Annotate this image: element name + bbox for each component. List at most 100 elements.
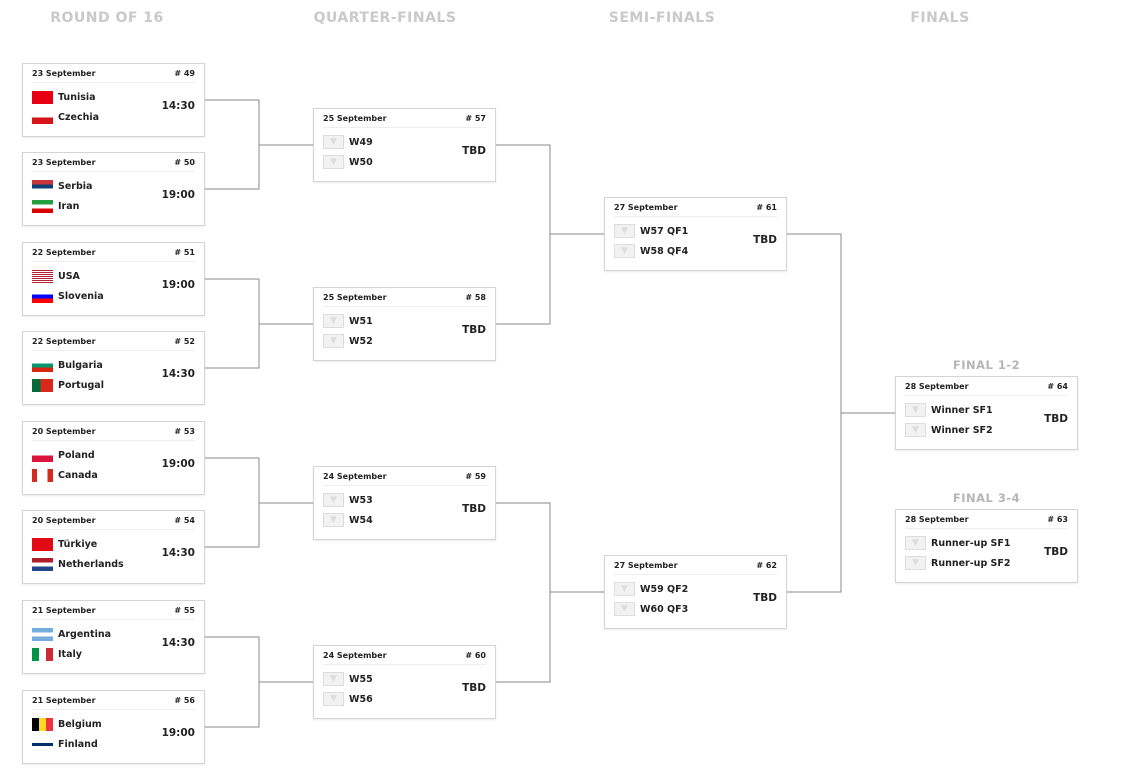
match-time: TBD — [753, 234, 777, 246]
placeholder-shield-icon: ▼ — [323, 513, 344, 527]
match-card-64[interactable]: 28 September # 64 ▼Winner SF1▼Winner SF2… — [895, 376, 1078, 450]
match-time: TBD — [462, 324, 486, 336]
portugal-flag-icon — [32, 378, 53, 392]
match-date: 24 September — [323, 472, 387, 481]
match-time: 14:30 — [161, 547, 195, 559]
italy-flag-icon — [32, 647, 53, 661]
team-row[interactable]: Serbia — [32, 179, 92, 193]
team-name: Czechia — [58, 111, 100, 123]
final-1-2-label: FINAL 1-2 — [952, 358, 1021, 372]
team-row[interactable]: ▼W57 QF1 — [614, 224, 688, 238]
usa-flag-icon — [32, 269, 53, 283]
team-row[interactable]: Tunisia — [32, 90, 96, 104]
match-date: 23 September — [32, 158, 96, 167]
team-row[interactable]: Türkiye — [32, 537, 97, 551]
team-row[interactable]: ▼W59 QF2 — [614, 582, 688, 596]
match-date: 22 September — [32, 337, 96, 346]
final-3-4-label: FINAL 3-4 — [952, 491, 1021, 505]
divider — [32, 82, 195, 83]
team-row[interactable]: ▼W60 QF3 — [614, 602, 688, 616]
team-row[interactable]: ▼Runner-up SF2 — [905, 556, 1011, 570]
team-row[interactable]: Netherlands — [32, 557, 124, 571]
bulgaria-flag-icon — [32, 358, 53, 372]
turkiye-flag-icon — [32, 537, 53, 551]
team-name: Winner SF2 — [931, 424, 993, 436]
divider — [32, 261, 195, 262]
team-row[interactable]: Iran — [32, 199, 79, 213]
poland-flag-icon — [32, 448, 53, 462]
match-number: # 57 — [465, 114, 486, 123]
match-number: # 50 — [174, 158, 195, 167]
team-name: Netherlands — [58, 558, 124, 570]
match-time: 19:00 — [161, 279, 195, 291]
divider — [323, 485, 486, 486]
iran-flag-icon — [32, 199, 53, 213]
match-card-63[interactable]: 28 September # 63 ▼Runner-up SF1▼Runner-… — [895, 509, 1078, 583]
team-name: W49 — [349, 136, 373, 148]
divider — [323, 306, 486, 307]
placeholder-shield-icon: ▼ — [323, 155, 344, 169]
team-row[interactable]: ▼W56 — [323, 692, 373, 706]
team-name: W53 — [349, 494, 373, 506]
team-name: USA — [58, 270, 80, 282]
team-name: Runner-up SF1 — [931, 537, 1011, 549]
team-row[interactable]: ▼W49 — [323, 135, 373, 149]
match-date: 20 September — [32, 427, 96, 436]
team-row[interactable]: Canada — [32, 468, 98, 482]
team-row[interactable]: Slovenia — [32, 289, 104, 303]
tunisia-flag-icon — [32, 90, 53, 104]
team-row[interactable]: ▼W58 QF4 — [614, 244, 688, 258]
team-row[interactable]: Belgium — [32, 717, 102, 731]
team-row[interactable]: Argentina — [32, 627, 111, 641]
match-time: TBD — [753, 592, 777, 604]
team-row[interactable]: Finland — [32, 737, 98, 751]
finland-flag-icon — [32, 737, 53, 751]
team-row[interactable]: ▼W55 — [323, 672, 373, 686]
team-row[interactable]: Italy — [32, 647, 82, 661]
match-number: # 58 — [465, 293, 486, 302]
team-name: Poland — [58, 449, 95, 461]
team-row[interactable]: ▼W52 — [323, 334, 373, 348]
divider — [32, 709, 195, 710]
team-row[interactable]: USA — [32, 269, 80, 283]
match-number: # 64 — [1047, 382, 1068, 391]
match-date: 24 September — [323, 651, 387, 660]
match-date: 23 September — [32, 69, 96, 78]
team-row[interactable]: ▼W51 — [323, 314, 373, 328]
team-name: W56 — [349, 693, 373, 705]
match-time: 14:30 — [161, 368, 195, 380]
match-number: # 60 — [465, 651, 486, 660]
match-number: # 56 — [174, 696, 195, 705]
team-row[interactable]: Portugal — [32, 378, 104, 392]
placeholder-shield-icon: ▼ — [323, 334, 344, 348]
divider — [323, 664, 486, 665]
team-row[interactable]: ▼W50 — [323, 155, 373, 169]
team-row[interactable]: Bulgaria — [32, 358, 103, 372]
team-row[interactable]: ▼Winner SF1 — [905, 403, 993, 417]
team-row[interactable]: ▼W53 — [323, 493, 373, 507]
team-row[interactable]: Czechia — [32, 110, 99, 124]
argentina-flag-icon — [32, 627, 53, 641]
team-row[interactable]: ▼W54 — [323, 513, 373, 527]
round-header-qf: QUARTER-FINALS — [313, 10, 457, 26]
match-date: 28 September — [905, 515, 969, 524]
divider — [32, 350, 195, 351]
team-row[interactable]: Poland — [32, 448, 95, 462]
team-row[interactable]: ▼Runner-up SF1 — [905, 536, 1011, 550]
team-row[interactable]: ▼Winner SF2 — [905, 423, 993, 437]
match-number: # 55 — [174, 606, 195, 615]
